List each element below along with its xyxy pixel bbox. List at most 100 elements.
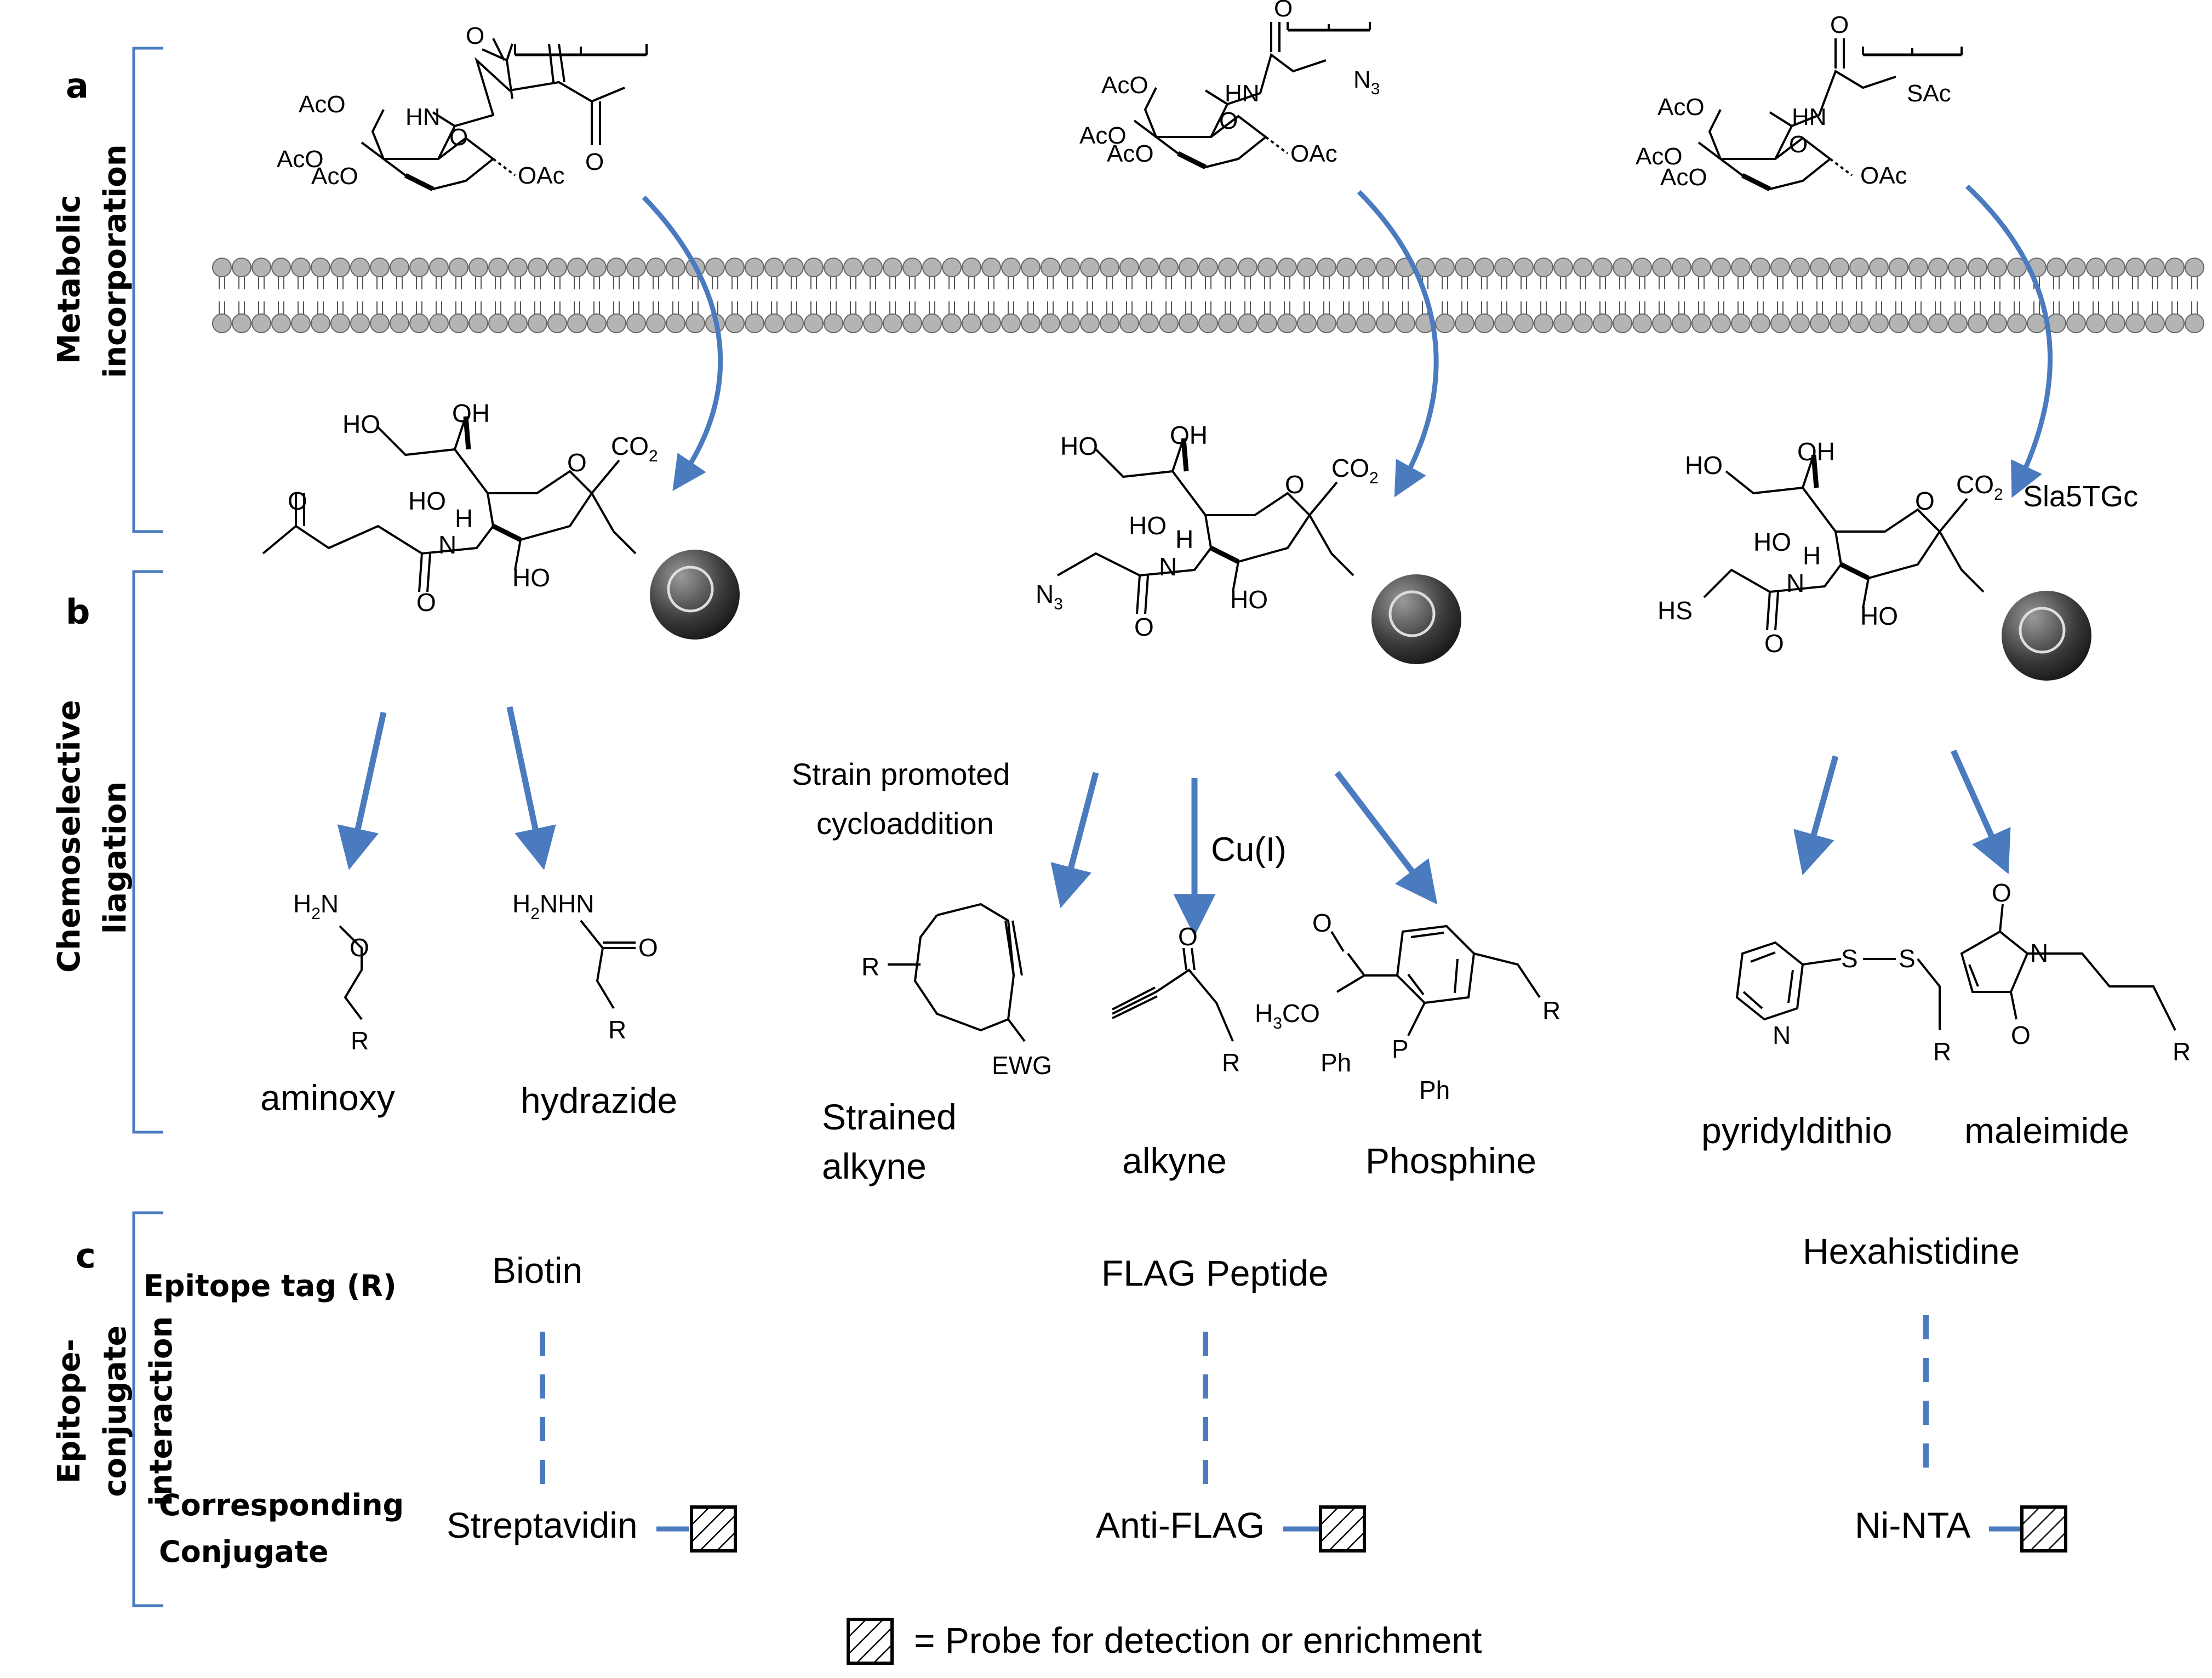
lipid-head	[626, 258, 646, 277]
lipid-tail	[219, 301, 225, 314]
lipid-tail	[455, 301, 462, 314]
lipid-tail	[948, 277, 955, 289]
lipid-tail	[889, 277, 896, 289]
tag-hexahistidine: Hexahistidine	[1803, 1231, 2020, 1271]
lipid-tail	[810, 277, 817, 289]
lipid-head	[1218, 313, 1238, 333]
lipid-head	[1948, 258, 1968, 277]
atom-label: O	[1830, 12, 1849, 38]
lipid-tail	[929, 301, 935, 314]
lipid-tail	[1619, 301, 1626, 314]
atom-label: O	[1992, 878, 2011, 907]
lipid-head	[508, 258, 528, 277]
lipid-tail	[1895, 301, 1902, 314]
atom-label: S	[1899, 944, 1916, 973]
lipid-head	[666, 313, 685, 333]
lipid-tail	[455, 277, 462, 289]
sialic-ketone	[262, 416, 637, 592]
lipid-head	[784, 313, 804, 333]
precursor-azide-labels: AcO AcO AcO OAc HN O O N3	[1079, 0, 1380, 167]
lipid-tail	[771, 277, 778, 289]
lipid-head	[1119, 313, 1139, 333]
lipid-tail	[2053, 277, 2060, 289]
lipid-tail	[791, 301, 797, 314]
lipid-tail	[1619, 277, 1626, 289]
lipid-head	[1455, 258, 1474, 277]
lipid-tail	[751, 277, 758, 289]
lipid-tail	[1087, 277, 1093, 289]
lipid-head	[2165, 313, 2185, 333]
lipid-head	[2027, 313, 2047, 333]
atom-label: S	[1841, 944, 1858, 973]
lipid-head	[1593, 313, 1613, 333]
atom-label: H	[1175, 525, 1193, 553]
lipid-head	[488, 313, 508, 333]
lipid-tail	[515, 277, 521, 289]
conjugate-anti-flag: Anti-FLAG	[1096, 1505, 1265, 1545]
lipid-tail	[1816, 277, 1823, 289]
tag-flag-peptide: FLAG Peptide	[1101, 1253, 1329, 1293]
lipid-head	[1060, 313, 1080, 333]
sialic-thiol	[1703, 454, 1985, 631]
lipid-tail	[1540, 277, 1547, 289]
bracket-metabolic	[132, 47, 163, 533]
lipid-head	[1139, 258, 1159, 277]
lipid-head	[1810, 258, 1830, 277]
side-label-chemoselective: Chemoselective liagation	[52, 700, 133, 973]
atom-label: O	[585, 149, 604, 175]
precursor-ketone	[361, 38, 648, 192]
lipid-head	[1258, 313, 1277, 333]
lipid-tail	[2112, 277, 2119, 289]
lipid-tail	[337, 277, 344, 289]
atom-label: CO2	[1956, 470, 2003, 504]
lipid-head	[2185, 258, 2204, 277]
atom-label: P	[1392, 1035, 1409, 1063]
lipid-head	[1297, 313, 1317, 333]
lipid-head	[646, 258, 666, 277]
row-label-conjugate-2: Conjugate	[159, 1534, 329, 1569]
lipid-head	[1297, 258, 1317, 277]
lipid-head	[626, 313, 646, 333]
bead-azide	[1371, 574, 1461, 664]
lipid-tail	[1442, 277, 1448, 289]
lipid-tail	[1698, 301, 1705, 314]
structure-alkyne	[1112, 948, 1234, 1042]
structure-aminoxy	[339, 925, 363, 1020]
lipid-head	[1317, 258, 1336, 277]
lipid-head	[607, 313, 626, 333]
lipid-tail	[672, 277, 679, 289]
lipid-head	[784, 258, 804, 277]
lipid-tail	[376, 277, 383, 289]
lipid-head	[1021, 313, 1041, 333]
lipid-head	[1435, 258, 1455, 277]
lipid-head	[232, 258, 252, 277]
lipid-tail	[653, 277, 659, 289]
structure-strained-alkyne	[888, 903, 1026, 1042]
lipid-tail	[850, 277, 856, 289]
atom-label: HO	[1685, 451, 1723, 480]
lipid-tail	[1225, 277, 1231, 289]
lipid-head	[1869, 313, 1889, 333]
sla5tgc-label: Sla5TGc	[2023, 480, 2139, 513]
atom-label: O	[288, 487, 307, 515]
lipid-tail	[258, 301, 265, 314]
lipid-tail	[988, 301, 994, 314]
atom-label: HO	[1753, 528, 1791, 556]
lipid-head	[1514, 258, 1534, 277]
arrow-to-strained-alkyne	[1050, 772, 1099, 909]
lipid-tail	[988, 277, 994, 289]
lipid-head	[2145, 313, 2165, 333]
lipid-tail	[495, 301, 501, 314]
lipid-head	[1573, 313, 1593, 333]
lipid-tail	[1698, 277, 1705, 289]
lipid-tail	[1264, 277, 1271, 289]
lipid-tail	[475, 277, 482, 289]
lipid-tail	[633, 277, 639, 289]
lipid-head	[1908, 313, 1928, 333]
lipid-tail	[534, 301, 541, 314]
lipid-tail	[968, 277, 975, 289]
atom-label: OH	[1797, 437, 1835, 466]
precursor-thiol-labels: AcO AcO AcO OAc HN O O SAc	[1636, 12, 1951, 191]
lipid-head	[1396, 313, 1415, 333]
